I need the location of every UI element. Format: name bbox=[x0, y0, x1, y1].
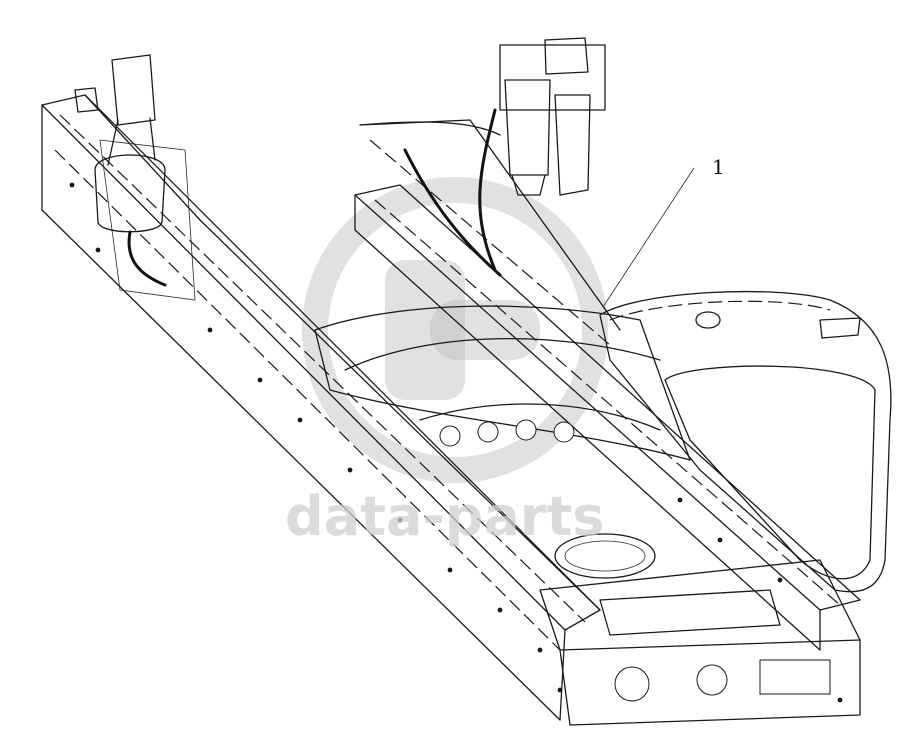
watermark-text: data-parts bbox=[285, 485, 604, 548]
left-frame-rail bbox=[41, 94, 601, 721]
rear-crossmember bbox=[539, 559, 861, 726]
rail-fasteners bbox=[69, 182, 843, 703]
callout-leader-line bbox=[602, 167, 695, 308]
callout-label-1: 1 bbox=[712, 155, 725, 179]
middle-crossmember bbox=[314, 305, 691, 461]
hose-routing bbox=[359, 108, 502, 277]
right-shock-assembly bbox=[499, 37, 606, 196]
left-air-spring bbox=[74, 54, 167, 287]
right-frame-rail bbox=[354, 119, 861, 651]
fifth-wheel-ring bbox=[554, 533, 656, 579]
fuel-tank bbox=[599, 290, 892, 593]
